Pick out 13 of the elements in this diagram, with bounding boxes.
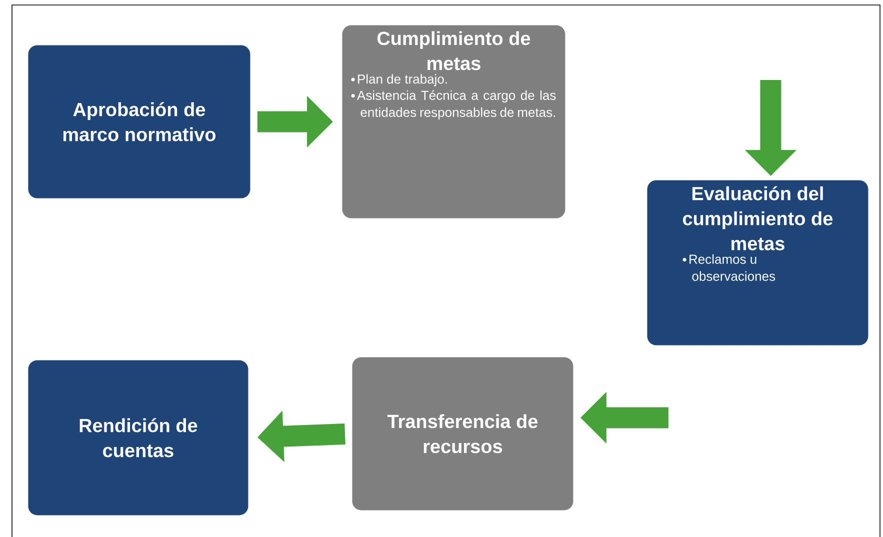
node-title: Aprobación de marco normativo <box>63 102 216 142</box>
process-box <box>28 360 248 516</box>
bullet-item: Asistencia Técnica a cargo de las entidades responsables de metas. <box>351 90 556 120</box>
process-box <box>647 180 868 346</box>
bullet-item: Reclamos u observaciones <box>682 254 776 281</box>
process-box <box>28 45 250 198</box>
node-title: Evaluación del cumplimiento de metas <box>682 186 833 250</box>
node-title: Rendición de cuentas <box>80 418 198 458</box>
process-box <box>352 357 574 510</box>
node-title: Transferencia de recursos <box>387 414 538 454</box>
process-box <box>342 25 566 218</box>
bullet-item: Plan de trabajo. <box>351 74 447 86</box>
node-title: Cumplimiento de metas <box>377 31 530 70</box>
